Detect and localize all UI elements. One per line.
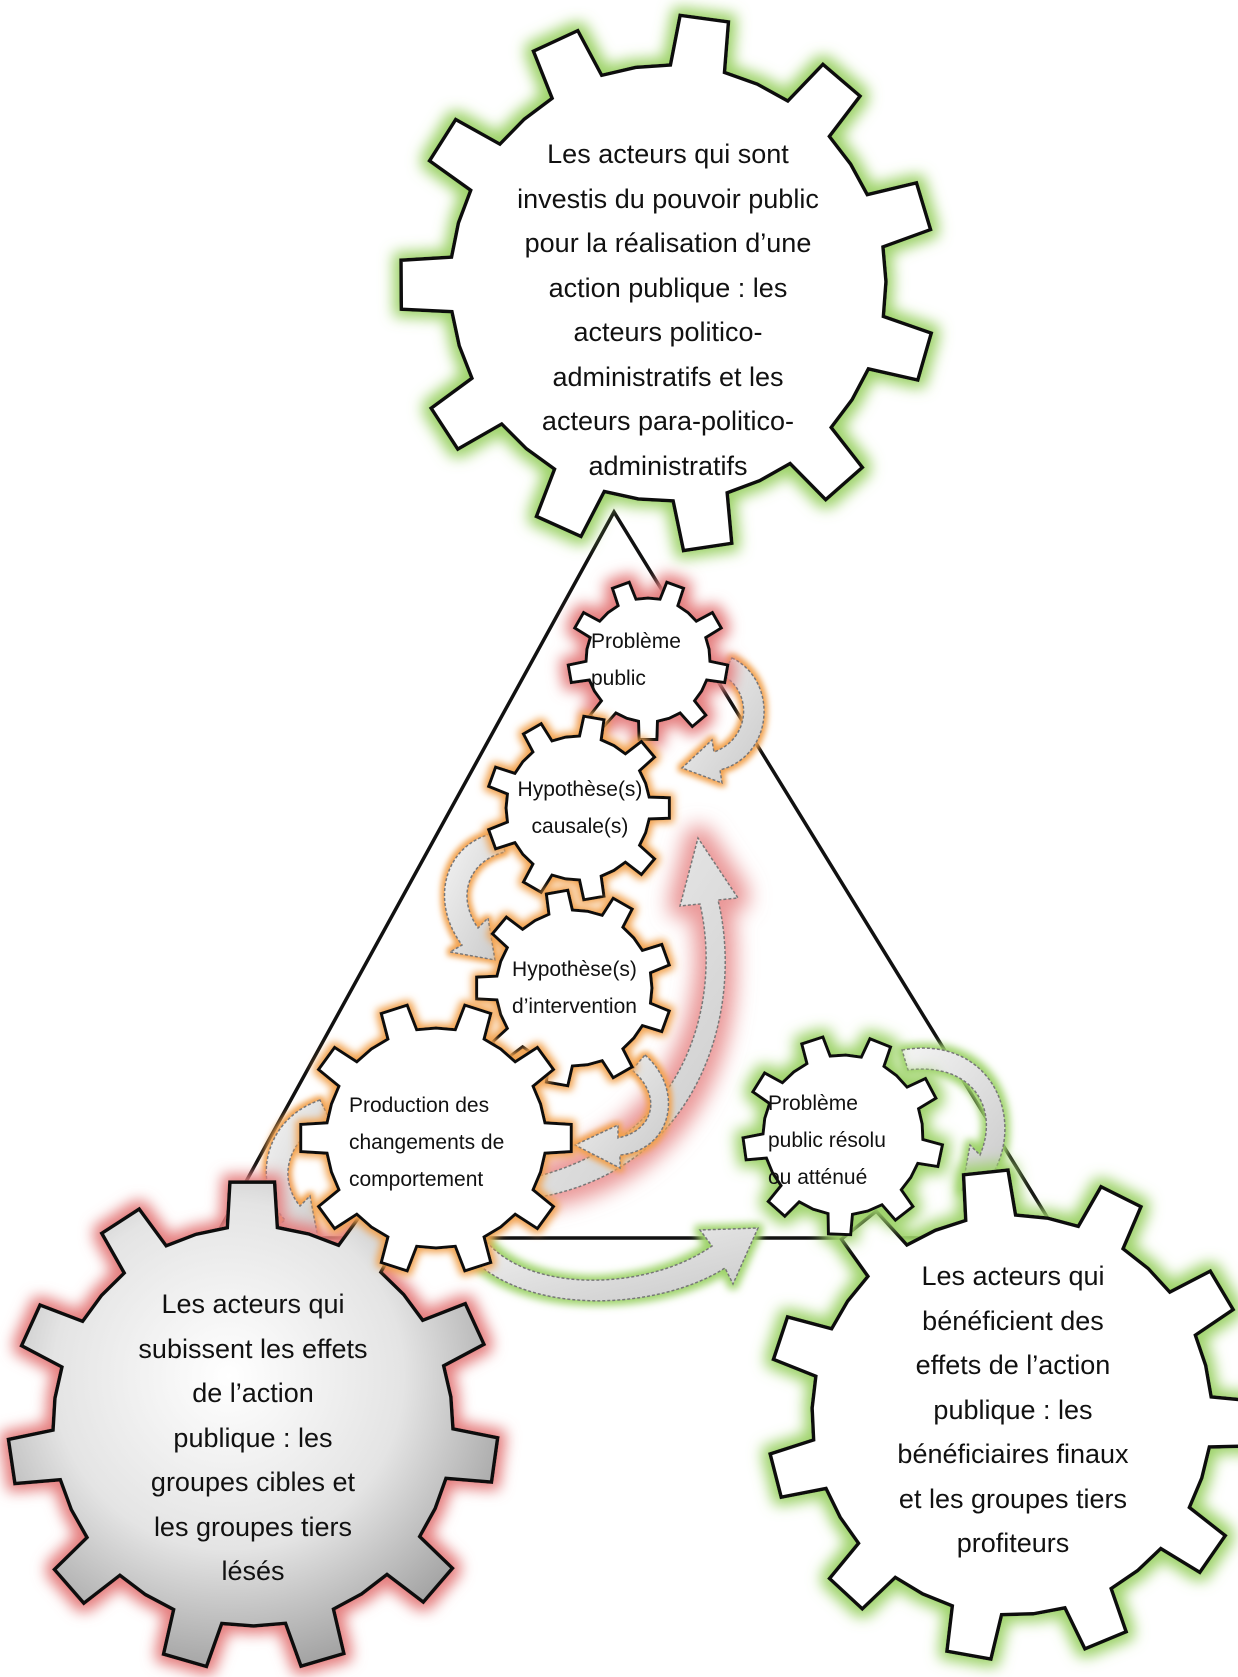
gear-hypotheses-intervention: [475, 888, 672, 1088]
gear-bottom-left-actors: [6, 1180, 500, 1669]
hypotheses-intervention-label: Hypothèse(s) d’intervention: [512, 958, 637, 1018]
gear-hypotheses-causales: [486, 714, 671, 902]
arrow-to-resolved: [460, 1227, 760, 1302]
arrow-problem-to-causal: [680, 657, 765, 785]
production-changements-label: Production des changements de comporteme…: [349, 1093, 505, 1191]
gear-top-actors: [399, 13, 934, 553]
arrow-feedback-to-causal: [510, 836, 740, 1201]
probleme-resolu-label: Problème public résolu ou atténué: [768, 1091, 886, 1189]
probleme-public-label: Problème public: [591, 630, 681, 690]
arrow-causal-to-intervention: [443, 831, 506, 961]
top-actors-label: Les acteurs qui sont investis du pouvoir…: [517, 139, 819, 481]
gear-bottom-right-actors: [767, 1168, 1238, 1662]
hypotheses-causales-label: Hypothèse(s) causale(s): [517, 778, 643, 838]
gear-probleme-public: [566, 580, 730, 741]
bottom-left-actors-label: Les acteurs qui subissent les effets de …: [138, 1289, 368, 1587]
process-arrows: [265, 657, 1010, 1302]
triangle-frame: [212, 508, 1064, 1240]
gear-production-changements: [299, 1003, 573, 1273]
arrow-intervention-to-production: [573, 1053, 670, 1170]
bottom-right-actors-label: Les acteurs qui bénéficient des effets d…: [897, 1261, 1129, 1559]
gear-probleme-resolu: [741, 1035, 945, 1237]
